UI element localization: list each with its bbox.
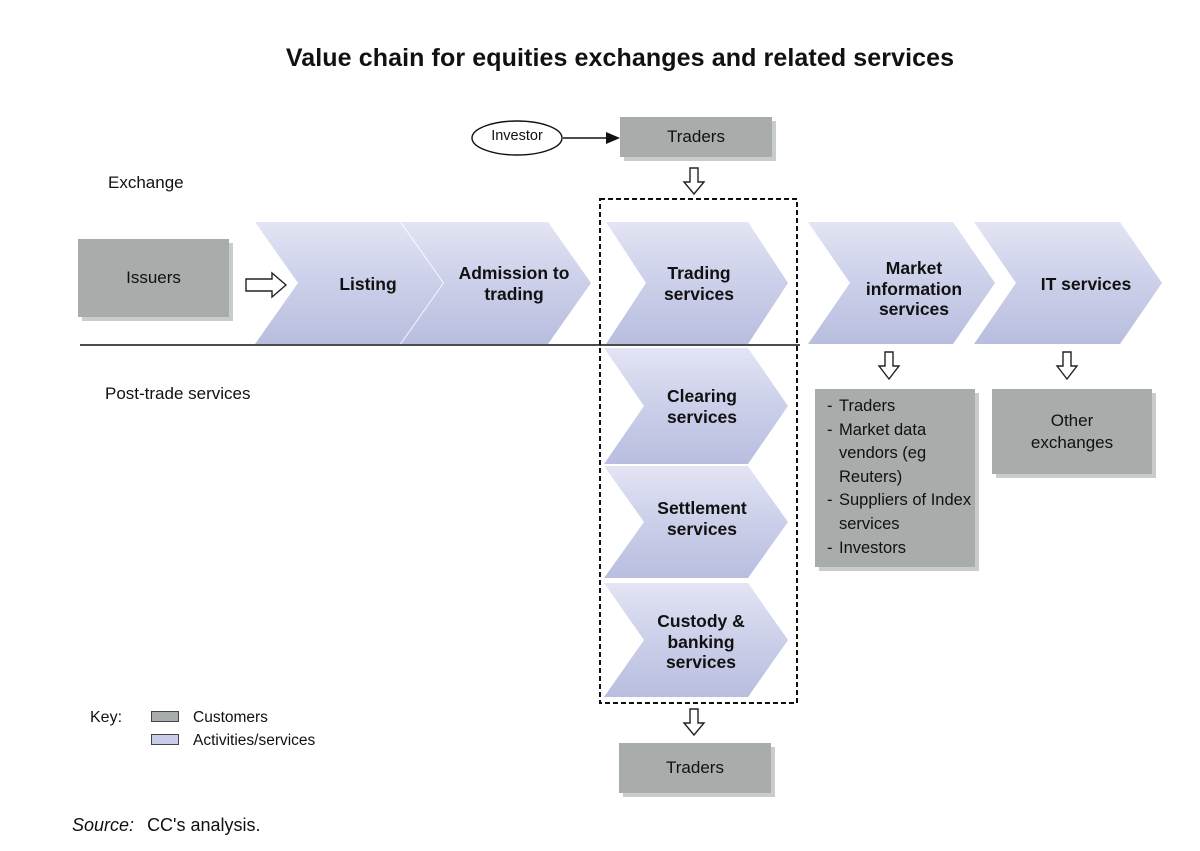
traders-down-arrow: [682, 167, 706, 196]
custody-chevron: [604, 583, 788, 697]
it-services-chevron: [974, 222, 1162, 344]
source-label: Source:: [72, 815, 135, 835]
diagram-title: Value chain for equities exchanges and r…: [285, 44, 955, 72]
admission-chevron: [401, 222, 591, 344]
trading-boundary: [599, 198, 798, 704]
other-exchanges-label: Other exchanges: [1030, 411, 1114, 452]
listing-label: Listing: [339, 273, 397, 294]
investor-ellipse: [471, 120, 563, 156]
activities-swatch: [151, 734, 179, 745]
market-info-chevron: [808, 222, 995, 344]
traders-bottom-box: Traders: [619, 743, 771, 793]
clearing-label: Clearing services: [666, 386, 738, 427]
bottom-traders-arrow: [682, 708, 706, 737]
key-customers-label: Customers: [193, 709, 268, 726]
issuers-box: Issuers: [78, 239, 229, 317]
settlement-chevron: [604, 466, 788, 578]
market-info-label: Market information services: [865, 258, 963, 320]
traders-top-box: Traders: [620, 117, 772, 157]
customer-list-item: Market data vendors (eg Reuters): [827, 419, 975, 490]
customer-list-item: Investors: [827, 537, 975, 561]
clearing-chevron: [604, 348, 788, 464]
other-exchanges-box: Other exchanges: [992, 389, 1152, 474]
listing-chevron: [255, 222, 443, 344]
trading-label: Trading services: [663, 263, 735, 304]
key-label: Key:: [90, 709, 123, 726]
issuers-arrow: [245, 271, 288, 299]
customer-list-item: Suppliers of Index services: [827, 489, 975, 536]
post-trade-section-label: Post-trade services: [105, 384, 251, 403]
source-text: CC's analysis.: [147, 815, 261, 835]
exchange-section-label: Exchange: [108, 173, 184, 192]
investor-arrow-head: [606, 132, 620, 144]
settlement-label: Settlement services: [657, 498, 747, 539]
investor-label: Investor: [491, 128, 543, 144]
custody-label: Custody & banking services: [657, 611, 745, 673]
it-services-label: IT services: [1040, 273, 1132, 294]
customers-swatch: [151, 711, 179, 722]
admission-label: Admission to trading: [458, 263, 570, 304]
customer-list-item: Traders: [827, 395, 975, 419]
key-activities-label: Activities/services: [193, 732, 316, 749]
market-info-down-arrow: [877, 351, 901, 381]
market-info-customers-box: Traders Market data vendors (eg Reuters)…: [815, 389, 975, 567]
trading-chevron: [606, 222, 788, 344]
it-services-down-arrow: [1055, 351, 1079, 381]
source-note: Source: CC's analysis.: [72, 815, 261, 836]
